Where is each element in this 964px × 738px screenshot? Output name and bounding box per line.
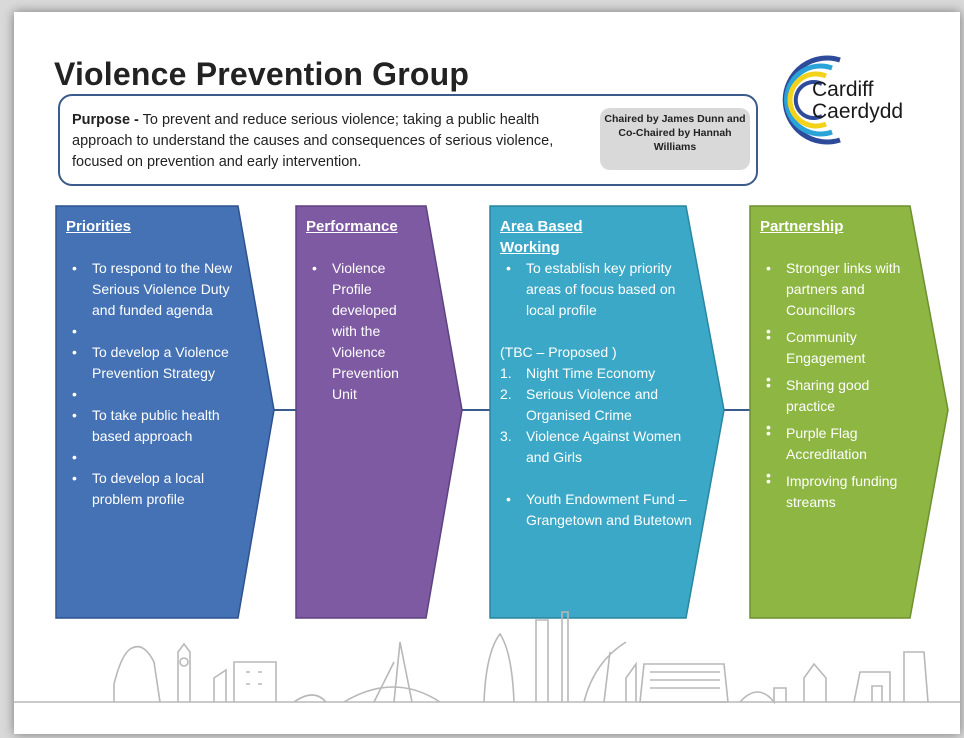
area-extra-list: Youth Endowment Fund – Grangetown and Bu… — [500, 489, 700, 531]
slide: Violence Prevention Group Cardiff Caerdy… — [14, 12, 960, 734]
area-number-text: Night Time Economy — [526, 365, 656, 381]
partnership-item: Improving funding streams — [760, 471, 920, 513]
partnership-list: Stronger links with partners and Council… — [760, 258, 920, 513]
priorities-column: Priorities To respond to the New Serious… — [66, 216, 234, 510]
skyline-icon — [14, 611, 960, 705]
area-heading-line-1: Area Based — [500, 218, 583, 235]
area-number-text: Violence Against Women and Girls — [526, 428, 682, 465]
priorities-item: To respond to the New Serious Violence D… — [66, 258, 234, 321]
performance-column: Performance Violence Profile developed w… — [306, 216, 424, 405]
logo-line-1: Cardiff — [812, 78, 874, 101]
performance-item: Violence Profile developed with the Viol… — [306, 258, 424, 405]
partnership-item: Stronger links with partners and Council… — [760, 258, 920, 321]
page-title: Violence Prevention Group — [54, 56, 470, 92]
priorities-item: To take public health based approach — [66, 405, 234, 447]
partnership-item: Community Engagement — [760, 327, 920, 369]
performance-heading: Performance — [306, 218, 398, 235]
area-numbered-item: 1. Night Time Economy — [500, 363, 700, 384]
logo-text: Cardiff Caerdydd — [812, 79, 903, 123]
logo-line-2: Caerdydd — [812, 100, 904, 123]
area-extra-item: Youth Endowment Fund – Grangetown and Bu… — [500, 489, 700, 531]
area-number: 3. — [500, 428, 512, 444]
purpose-box: Purpose - To prevent and reduce serious … — [58, 94, 758, 186]
purpose-label: Purpose - — [72, 112, 139, 128]
priorities-heading: Priorities — [66, 218, 132, 235]
priorities-item: To develop a Violence Prevention Strateg… — [66, 342, 234, 384]
area-heading-line-2: Working — [500, 239, 560, 256]
area-number-text: Serious Violence and Organised Crime — [526, 386, 659, 423]
area-intro-item: To establish key priority areas of focus… — [500, 258, 700, 321]
area-intro-list: To establish key priority areas of focus… — [500, 258, 700, 321]
area-column: Area Based Working To establish key prio… — [500, 216, 700, 531]
area-number: 2. — [500, 386, 512, 402]
area-numbered-item: 2. Serious Violence and Organised Crime — [500, 384, 700, 426]
partnership-item: Purple Flag Accreditation — [760, 423, 920, 465]
cardiff-logo-icon — [782, 55, 841, 145]
chair-badge: Chaired by James Dunn and Co-Chaired by … — [600, 108, 750, 170]
priorities-list: To respond to the New Serious Violence D… — [66, 258, 234, 510]
priorities-item: To develop a local problem profile — [66, 468, 234, 510]
purpose-text: Purpose - To prevent and reduce serious … — [72, 110, 582, 173]
partnership-heading: Partnership — [760, 218, 844, 235]
partnership-item: Sharing good practice — [760, 375, 920, 417]
area-number: 1. — [500, 365, 512, 381]
purpose-body: To prevent and reduce serious violence; … — [72, 112, 554, 170]
area-numbered-item: 3. Violence Against Women and Girls — [500, 426, 700, 468]
area-proposed: (TBC – Proposed ) — [500, 344, 617, 360]
partnership-column: Partnership Stronger links with partners… — [760, 216, 920, 513]
performance-list: Violence Profile developed with the Viol… — [306, 258, 424, 405]
